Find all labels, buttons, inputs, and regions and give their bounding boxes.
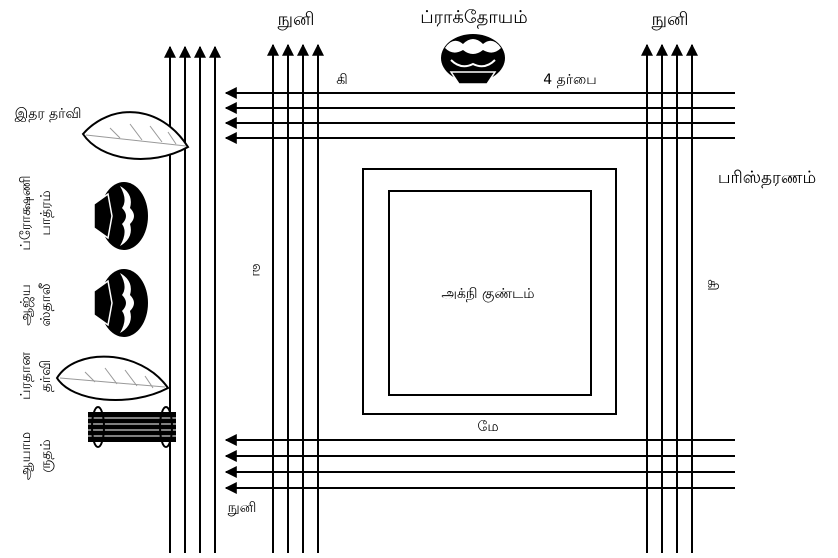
idhara-dharvi-label: இதர தர்வி xyxy=(15,106,82,122)
west-vertical-darbha-group xyxy=(267,43,324,553)
idhara-dharvi-leaf-icon xyxy=(81,111,190,160)
bottom-tip-label: நுனி xyxy=(228,500,257,516)
pradhana-dharvi-leaf-icon xyxy=(55,355,170,402)
prokshani-label-line2: பாத்ரம் xyxy=(38,190,54,235)
south-me-label: மே xyxy=(477,419,498,435)
pradhana-label-line1: ப்ரதான xyxy=(18,352,34,400)
east-vertical-darbha-group xyxy=(641,43,698,553)
left-vertical-darbha-group xyxy=(164,45,221,553)
west-va-label: வ xyxy=(249,263,265,276)
pradhana-label-line2: தர்வி xyxy=(38,360,54,392)
ajya-label-line1: ஆஜ்ய xyxy=(18,284,34,325)
top-center-label: ப்ராக்தோயம் xyxy=(420,7,527,29)
prokshani-label-line1: ப்ரோக்ஷணி xyxy=(18,175,34,250)
ayama-label-line1: ஆயாம xyxy=(18,432,34,480)
agni-kundam-label: அக்நி குண்டம் xyxy=(441,286,534,303)
top-right-tip-label: நுனி xyxy=(651,9,688,30)
ajya-label-line2: ஸ்தாலீ xyxy=(38,283,54,326)
agni-kundam-inner-square xyxy=(388,190,592,396)
ajya-sthali-vessel-icon xyxy=(93,269,148,337)
north-ki-label: கி xyxy=(336,72,347,88)
prokshani-vessel-icon xyxy=(93,182,148,250)
north-horizontal-darbha-group xyxy=(224,87,735,144)
four-darbha-label: 4 தர்பை xyxy=(543,72,596,88)
top-left-tip-label: நுனி xyxy=(277,9,314,30)
agni-kundam-outer-square xyxy=(362,168,617,415)
parisdharanam-label: பரிஸ்தரணம் xyxy=(718,168,816,188)
east-ki-label: கி xyxy=(704,279,720,290)
south-horizontal-darbha-group xyxy=(224,434,735,494)
ayama-bundle-icon xyxy=(88,406,176,448)
pranita-vessel-icon xyxy=(441,34,505,85)
ayama-label-line2: ருதம் xyxy=(38,439,54,472)
